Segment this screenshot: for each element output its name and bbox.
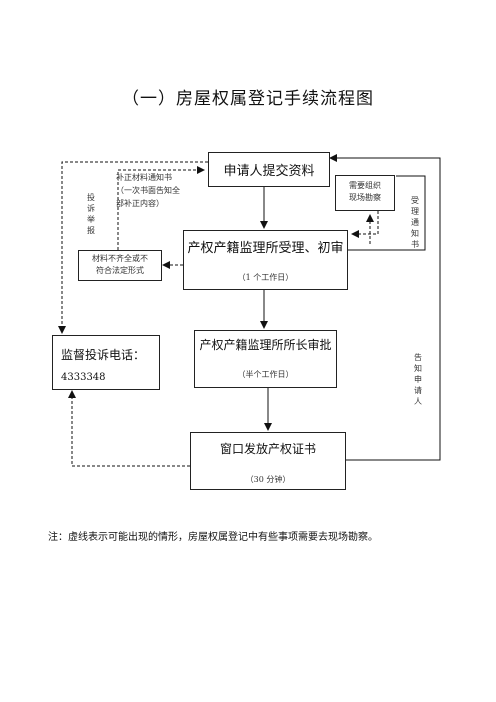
supplement-notice-label: 补正材料通知书 （一次书面告知全 部补正内容） <box>116 173 180 208</box>
line-complaint <box>58 161 208 334</box>
submit-box: 申请人提交资料 <box>208 152 330 187</box>
submit-label: 申请人提交资料 <box>223 164 315 179</box>
approve-label: 产权产籍监理所所长审批 <box>199 338 332 352</box>
incomplete-box: 材料不齐全或不 符合法定形式 <box>78 250 162 281</box>
accept-notice-label: 受理通知书 <box>411 196 419 249</box>
complaint-label: 投诉举报 <box>87 193 95 235</box>
review-box: 产权产籍监理所受理、初审 （1 个工作日） <box>183 230 348 290</box>
approve-box: 产权产籍监理所所长审批 （半个工作日） <box>194 330 337 388</box>
hotline-label: 监督投诉电话： <box>61 348 146 362</box>
loop-supplement-notice <box>117 166 205 250</box>
site-survey-box: 需要组织 现场勘察 <box>335 175 395 211</box>
loop-accept-notice <box>348 175 426 251</box>
issue-box: 窗口发放产权证书 （30 分钟） <box>190 432 346 490</box>
hotline-box: 监督投诉电话： 4333348 <box>52 335 160 390</box>
line-issue-to-hotline <box>68 390 190 467</box>
arrow-site-survey-down <box>351 211 379 238</box>
review-label: 产权产籍监理所受理、初审 <box>187 241 344 256</box>
incomplete-label: 材料不齐全或不 符合法定形式 <box>92 254 148 275</box>
hotline-number: 4333348 <box>61 372 106 383</box>
issue-label: 窗口发放产权证书 <box>219 442 316 456</box>
page-title: （一）房屋权属登记手续流程图 <box>122 89 374 109</box>
notify-applicant-label: 告知申请人 <box>414 353 422 406</box>
loop-notify-applicant <box>329 154 441 461</box>
issue-minutes: （30 分钟） <box>245 475 291 484</box>
review-days: （1 个工作日） <box>237 273 294 282</box>
approve-days: （半个工作日） <box>237 370 294 379</box>
footnote: 注：虚线表示可能出现的情形，房屋权属登记中有些事项需要去现场勘察。 <box>48 532 378 543</box>
site-survey-label: 需要组织 现场勘察 <box>349 181 381 202</box>
